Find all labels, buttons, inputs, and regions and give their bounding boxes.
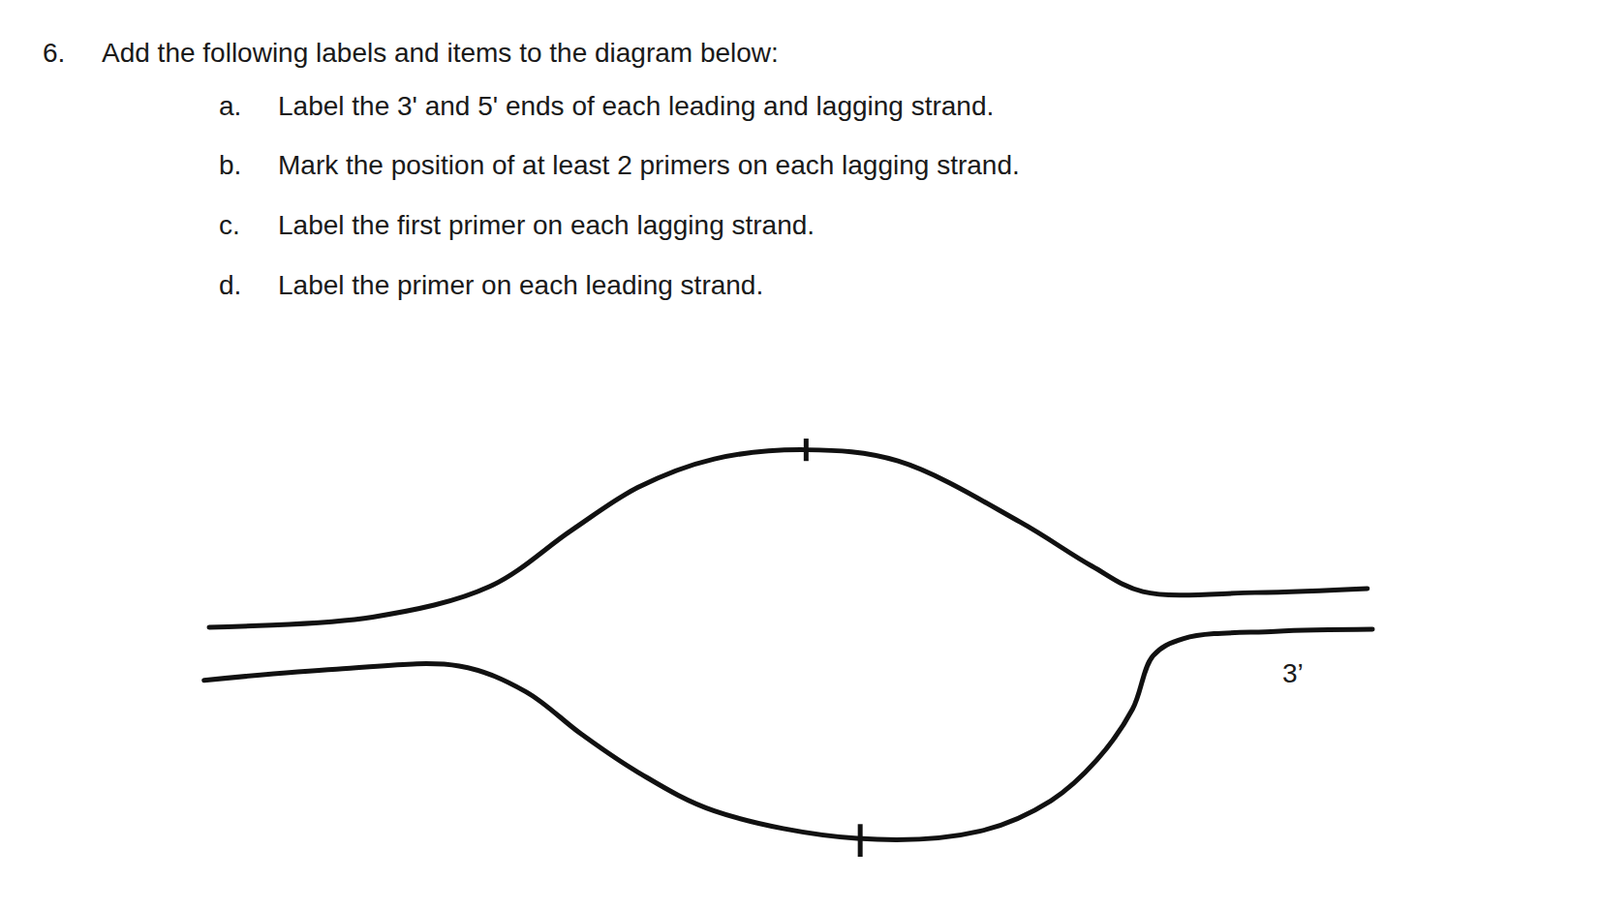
item-text: Label the 3' and 5' ends of each leading… bbox=[277, 90, 994, 124]
item-letter: d. bbox=[218, 269, 242, 303]
question-text: Add the following labels and items to th… bbox=[101, 36, 779, 70]
dna-strand bbox=[209, 450, 1368, 628]
dna-strand bbox=[204, 629, 1373, 840]
end-label: 3’ bbox=[1282, 657, 1304, 691]
question-number: 6. bbox=[42, 36, 65, 70]
item-letter: b. bbox=[218, 149, 242, 183]
item-letter: a. bbox=[218, 90, 242, 124]
origin-tick bbox=[803, 438, 809, 462]
item-letter: c. bbox=[218, 209, 241, 243]
origin-tick bbox=[858, 824, 863, 858]
item-text: Mark the position of at least 2 primers … bbox=[277, 149, 1020, 183]
item-text: Label the first primer on each lagging s… bbox=[277, 209, 815, 243]
item-text: Label the primer on each leading strand. bbox=[277, 269, 764, 303]
